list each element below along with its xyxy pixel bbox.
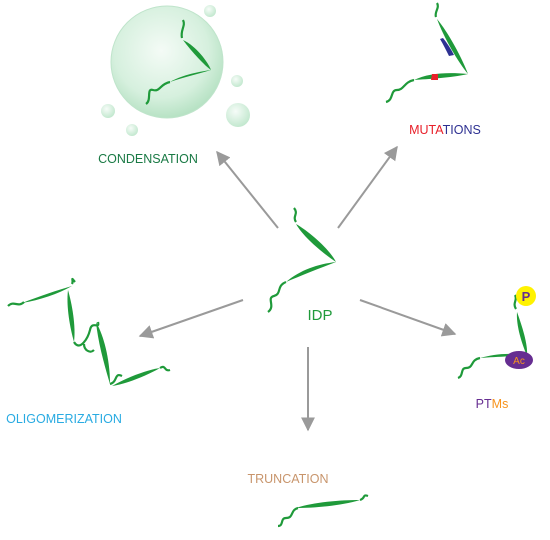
- ptms-label: PTMs: [476, 397, 509, 411]
- idp-protein-mutated: [385, 2, 468, 104]
- ptms-group: P Ac PTMs: [457, 286, 536, 411]
- small-droplet: [204, 5, 216, 17]
- small-droplet: [126, 124, 138, 136]
- mutations-label: MUTATIONS: [409, 123, 481, 137]
- center-idp-group: IDP: [267, 207, 336, 324]
- arrow-to-condensation: [216, 150, 279, 229]
- truncation-label: TRUNCATION: [247, 472, 328, 486]
- idp-protein-center: [267, 207, 336, 313]
- arrows: [138, 145, 457, 432]
- acetylation-label: Ac: [513, 356, 525, 367]
- arrow-to-mutations: [337, 145, 398, 229]
- phosphorylation-label: P: [522, 289, 531, 304]
- mutations-label-red: MUTA: [409, 123, 444, 137]
- small-droplet: [226, 103, 250, 127]
- mutations-label-blue: TIONS: [443, 123, 481, 137]
- condensation-group: CONDENSATION: [98, 5, 250, 166]
- oligomerization-label: OLIGOMERIZATION: [6, 412, 122, 426]
- center-idp-label: IDP: [307, 307, 332, 324]
- condensation-label: CONDENSATION: [98, 152, 198, 166]
- acetylation-marker: [505, 351, 533, 369]
- ptms-label-orange: Ms: [492, 397, 509, 411]
- idp-oligomer: [7, 277, 171, 386]
- small-droplet: [101, 104, 115, 118]
- truncation-group: TRUNCATION: [247, 472, 369, 528]
- arrow-to-oligomerization: [138, 299, 244, 339]
- idp-protein-in-condensate: [145, 19, 211, 105]
- ptms-label-purple: PT: [476, 397, 492, 411]
- phosphorylation-marker: [516, 286, 536, 306]
- idp-protein-truncated: [277, 494, 369, 528]
- arrow-to-ptms: [359, 299, 457, 337]
- condensate-droplet: [110, 5, 224, 119]
- mutations-group: MUTATIONS: [385, 2, 481, 137]
- small-droplet: [231, 75, 243, 87]
- oligomerization-group: OLIGOMERIZATION: [6, 277, 171, 426]
